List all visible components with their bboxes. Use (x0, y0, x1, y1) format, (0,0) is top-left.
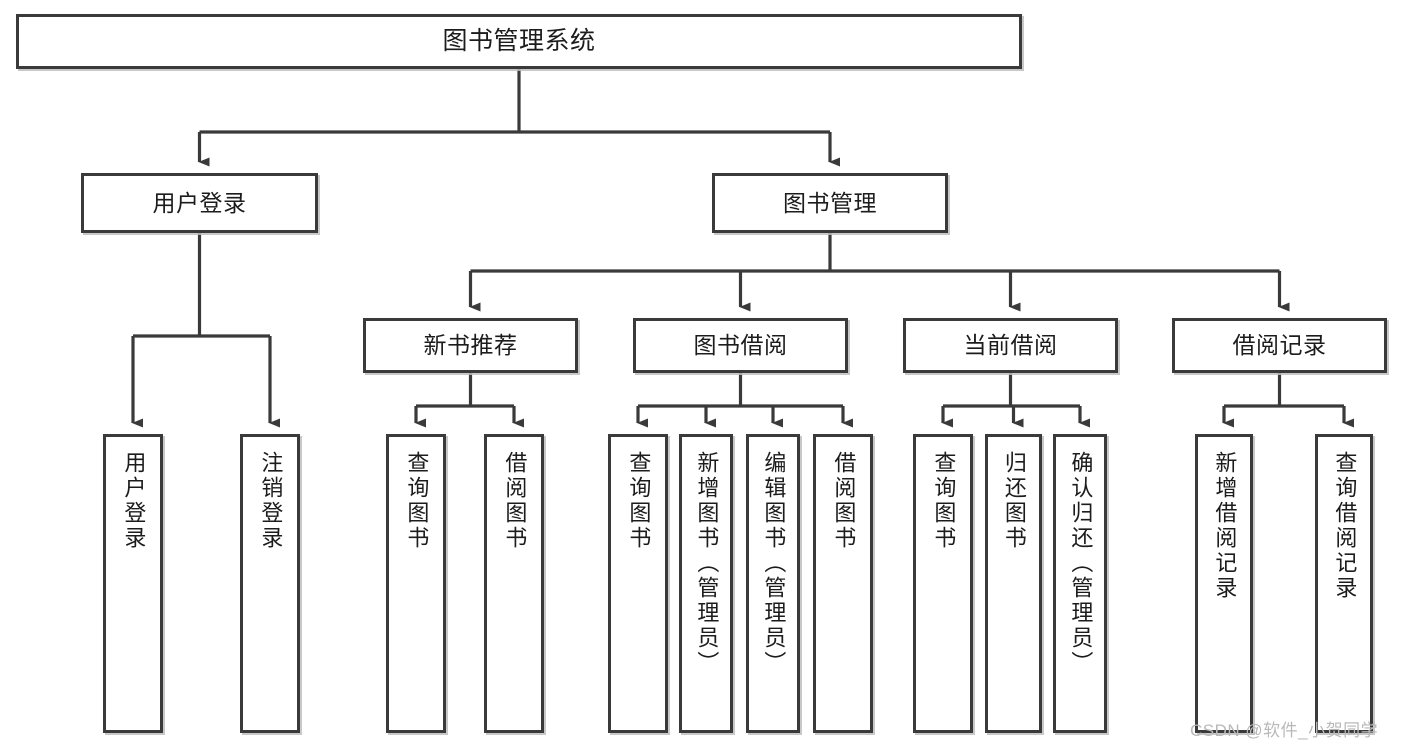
node-leaf-add-record[interactable]: 新增借阅记录 (1195, 434, 1253, 733)
node-leaf-query-book-bb-label: 查询图书 (626, 451, 652, 551)
node-root[interactable]: 图书管理系统 (16, 14, 1022, 69)
node-leaf-add-book-label: 新增图书（管理员） (694, 451, 720, 676)
node-leaf-borrow-book-bb-label: 借阅图书 (831, 451, 857, 551)
node-new-book-rec[interactable]: 新书推荐 (363, 318, 578, 373)
node-new-book-rec-label: 新书推荐 (423, 332, 518, 359)
node-borrow-record-label: 借阅记录 (1232, 332, 1327, 359)
node-borrow-record[interactable]: 借阅记录 (1172, 318, 1387, 373)
node-leaf-user-logout-label: 注销登录 (258, 451, 284, 551)
node-user-login[interactable]: 用户登录 (81, 173, 318, 233)
node-leaf-user-login[interactable]: 用户登录 (103, 434, 163, 733)
node-book-borrow[interactable]: 图书借阅 (633, 318, 848, 373)
node-leaf-edit-book-label: 编辑图书（管理员） (761, 451, 787, 676)
node-leaf-query-record-label: 查询借阅记录 (1332, 451, 1358, 601)
node-current-borrow[interactable]: 当前借阅 (903, 318, 1118, 373)
node-leaf-query-book-rec[interactable]: 查询图书 (386, 434, 446, 733)
node-leaf-confirm-return-label: 确认归还（管理员） (1068, 451, 1094, 676)
node-leaf-query-book-bb[interactable]: 查询图书 (608, 434, 668, 733)
node-leaf-query-book-rec-label: 查询图书 (404, 451, 430, 551)
node-leaf-user-logout[interactable]: 注销登录 (240, 434, 300, 733)
node-leaf-return-book-label: 归还图书 (1001, 451, 1027, 551)
node-leaf-borrow-book-rec[interactable]: 借阅图书 (484, 434, 544, 733)
node-leaf-user-login-label: 用户登录 (121, 451, 147, 551)
node-leaf-confirm-return[interactable]: 确认归还（管理员） (1053, 434, 1107, 733)
node-leaf-query-book-cb[interactable]: 查询图书 (913, 434, 973, 733)
node-leaf-borrow-book-bb[interactable]: 借阅图书 (813, 434, 873, 733)
node-leaf-edit-book[interactable]: 编辑图书（管理员） (746, 434, 800, 733)
node-leaf-query-book-cb-label: 查询图书 (931, 451, 957, 551)
node-book-manage[interactable]: 图书管理 (712, 173, 948, 233)
node-leaf-add-record-label: 新增借阅记录 (1212, 451, 1238, 601)
node-leaf-add-book[interactable]: 新增图书（管理员） (679, 434, 733, 733)
csdn-watermark: CSDN @软件_小贺同学 (1190, 721, 1379, 740)
node-current-borrow-label: 当前借阅 (963, 332, 1058, 359)
node-book-borrow-label: 图书借阅 (693, 332, 788, 359)
node-book-manage-label: 图书管理 (783, 189, 877, 216)
node-leaf-return-book[interactable]: 归还图书 (985, 434, 1042, 733)
node-leaf-query-record[interactable]: 查询借阅记录 (1315, 434, 1373, 733)
node-user-login-label: 用户登录 (152, 189, 247, 216)
node-root-label: 图书管理系统 (442, 27, 596, 56)
node-leaf-borrow-book-rec-label: 借阅图书 (502, 451, 528, 551)
